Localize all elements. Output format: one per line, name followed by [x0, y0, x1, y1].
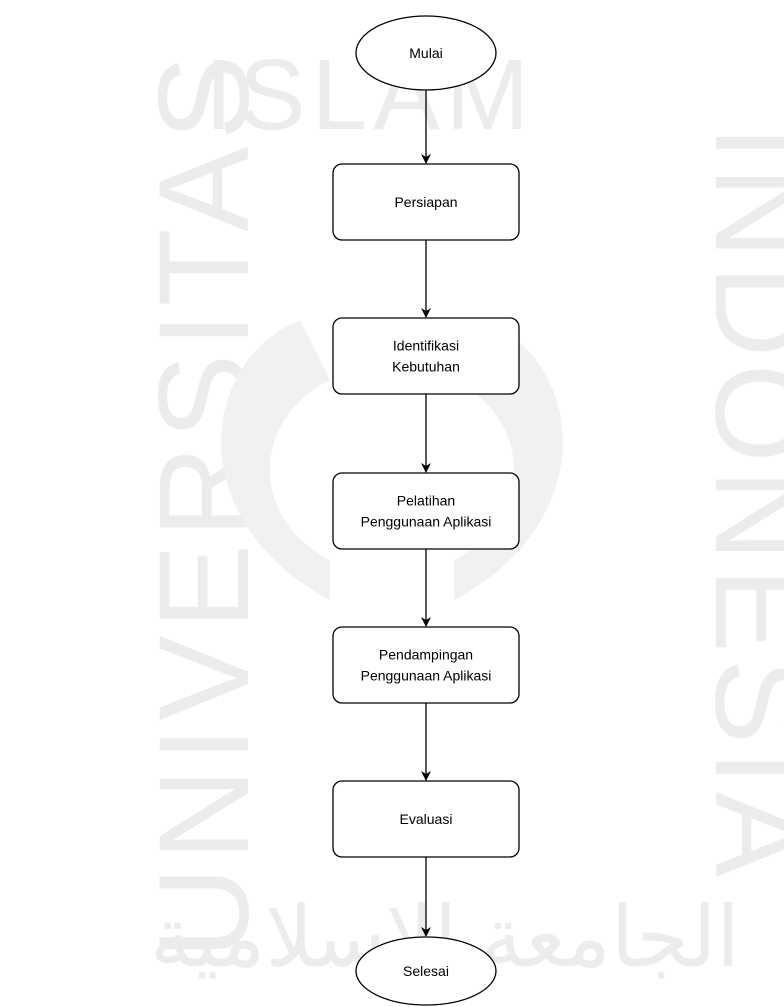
flow-node-persiapan: Persiapan	[332, 163, 520, 241]
node-label: Kebutuhan	[392, 359, 460, 375]
flow-node-start: Mulai	[355, 15, 497, 91]
nodes-layer: MulaiPersiapanIdentifikasiKebutuhanPelat…	[332, 15, 520, 1006]
process-box	[332, 317, 520, 395]
node-label: Mulai	[409, 45, 442, 61]
node-label: Identifikasi	[393, 338, 459, 354]
node-label: Pendampingan	[379, 647, 473, 663]
flow-node-evaluasi: Evaluasi	[332, 780, 520, 858]
node-label: Penggunaan Aplikasi	[361, 668, 492, 684]
node-label: Pelatihan	[397, 493, 455, 509]
flow-node-end: Selesai	[355, 936, 497, 1006]
node-label: Penggunaan Aplikasi	[361, 514, 492, 530]
node-label: Evaluasi	[400, 811, 453, 827]
process-box	[332, 163, 520, 241]
process-box	[332, 780, 520, 858]
terminal-ellipse	[355, 15, 497, 91]
process-box	[332, 472, 520, 550]
terminal-ellipse	[355, 936, 497, 1006]
node-label: Selesai	[403, 963, 449, 979]
process-box	[332, 626, 520, 704]
node-label: Persiapan	[394, 194, 457, 210]
